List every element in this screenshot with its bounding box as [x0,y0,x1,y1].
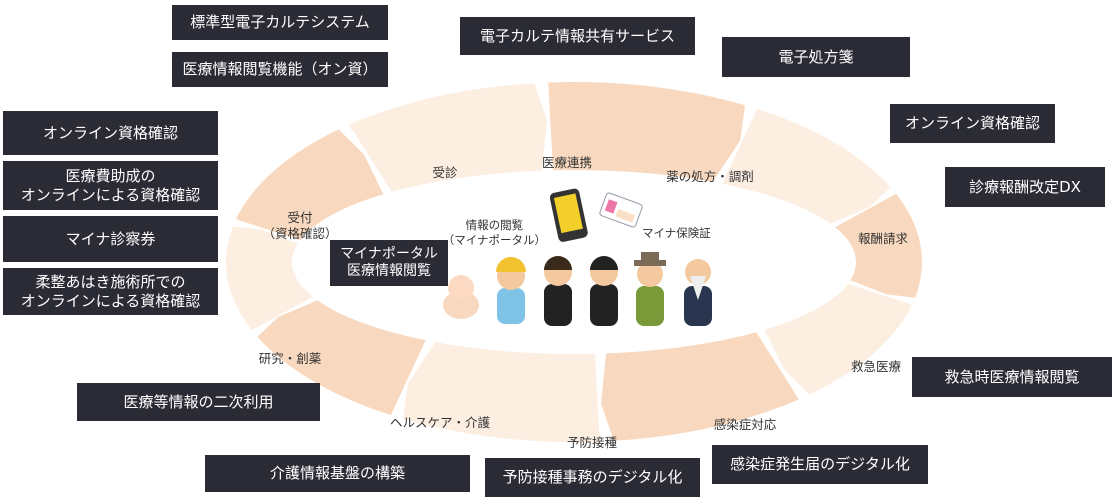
portal-label-line: 情報の閲覧 [465,218,524,232]
medical-subsidy-box: 医療費助成のオンラインによる資格確認 [3,161,218,210]
secondary-use-box: 医療等情報の二次利用 [77,383,320,421]
ring-segment-ambulance [764,283,912,395]
box-label: 医療費助成の [65,166,156,185]
insurance-card-label: マイナ保険証 [642,226,711,241]
judo-therapy-eligibility-box: 柔整あはき施術所でのオンラインによる資格確認 [3,268,218,315]
fee-revision-dx-box: 診療報酬改定DX [945,167,1105,207]
box-label: オンラインによる資格確認 [20,291,201,310]
ring-segment-vaccination [402,342,600,442]
segment-emergency: 救急医療 [851,359,901,375]
box-label: 救急時医療情報閲覧 [944,367,1080,386]
ring-segment-office-worker [835,193,922,298]
segment-label: 報酬請求 [857,231,909,246]
segment-reception: 受付（資格確認） [262,210,337,243]
segment-label: 薬の処方・調剤 [666,169,754,184]
segment-label: 受付 [287,210,313,225]
ring-segment-researcher [226,226,313,331]
insurance-card-text: マイナ保険証 [642,226,711,240]
segment-label: 受診 [432,165,458,180]
care-info-platform-box: 介護情報基盤の構築 [205,455,470,492]
smartphone-icon [550,188,588,242]
box-label: 柔整あはき施術所での [35,272,186,291]
portal-label-line: （マイナポータル） [442,232,546,247]
box-label: 医療情報閲覧 [347,263,431,279]
box-label: 医療等情報の二次利用 [123,392,274,411]
segment-infection: 感染症対応 [714,417,777,433]
segment-vaccination: 予防接種 [567,435,617,451]
portal-view-label: 情報の閲覧（マイナポータル） [443,218,546,248]
segment-consultation: 受診 [432,165,457,181]
box-label: 電子カルテ情報共有サービス [479,26,675,45]
vaccination-digital-box: 予防接種事務のデジタル化 [485,458,700,497]
box-label: 標準型電子カルテシステム [190,13,370,32]
emergency-info-view-box: 救急時医療情報閲覧 [912,357,1112,397]
myna-patient-card-box: マイナ診察券 [3,216,218,262]
box-label: 診療報酬改定DX [969,177,1081,196]
segment-label: 救急医療 [850,359,902,374]
segment-label: （資格確認） [262,226,338,242]
ring-segment-virus [601,332,799,441]
medical-info-view-box: 医療情報閲覧機能（オン資） [172,52,388,87]
segment-billing: 報酬請求 [858,231,908,247]
box-label: オンライン資格確認 [904,114,1040,133]
box-label: 予防接種事務のデジタル化 [502,468,683,487]
segment-research: 研究・創薬 [259,351,322,367]
ring-segment-care-facility [257,300,426,416]
ehr-standard-box: 標準型電子カルテシステム [172,5,388,40]
box-label: オンラインによる資格確認 [20,185,201,204]
box-label: 介護情報基盤の構築 [269,464,405,483]
ring-segment-hospital [548,82,746,182]
segment-label: 研究・創薬 [258,351,322,366]
my-number-card-icon [599,192,643,228]
box-label: マイナポータル [340,245,438,262]
ring-segment-pharmacy [722,108,891,224]
segment-label: 予防接種 [566,435,618,450]
ring-segment-card-reader [236,129,384,241]
box-label: 感染症発生届のデジタル化 [730,455,910,474]
e-prescription-box: 電子処方箋 [722,37,910,77]
box-label: オンライン資格確認 [42,123,178,142]
people-of-all-ages-icon [443,252,712,326]
segment-label: 医療連携 [541,155,593,170]
mynaportal-info-box: マイナポータル医療情報閲覧 [330,240,448,286]
segment-healthcare: ヘルスケア・介護 [390,415,490,431]
infection-report-digital-box: 感染症発生届のデジタル化 [712,445,928,484]
box-label: 医療情報閲覧機能（オン資） [182,60,378,79]
ehr-sharing-service-box: 電子カルテ情報共有サービス [460,17,695,55]
segment-label: 感染症対応 [713,417,777,432]
online-eligibility-right-box: オンライン資格確認 [890,104,1055,143]
segment-prescription: 薬の処方・調剤 [666,169,754,185]
online-eligibility-left-box: オンライン資格確認 [3,111,218,155]
ring-segment-doctor-consultation [349,83,547,192]
segment-label: ヘルスケア・介護 [389,415,491,430]
segment-medical-coordination: 医療連携 [542,155,592,171]
box-label: 電子処方箋 [778,47,854,66]
box-label: マイナ診察券 [65,229,156,248]
